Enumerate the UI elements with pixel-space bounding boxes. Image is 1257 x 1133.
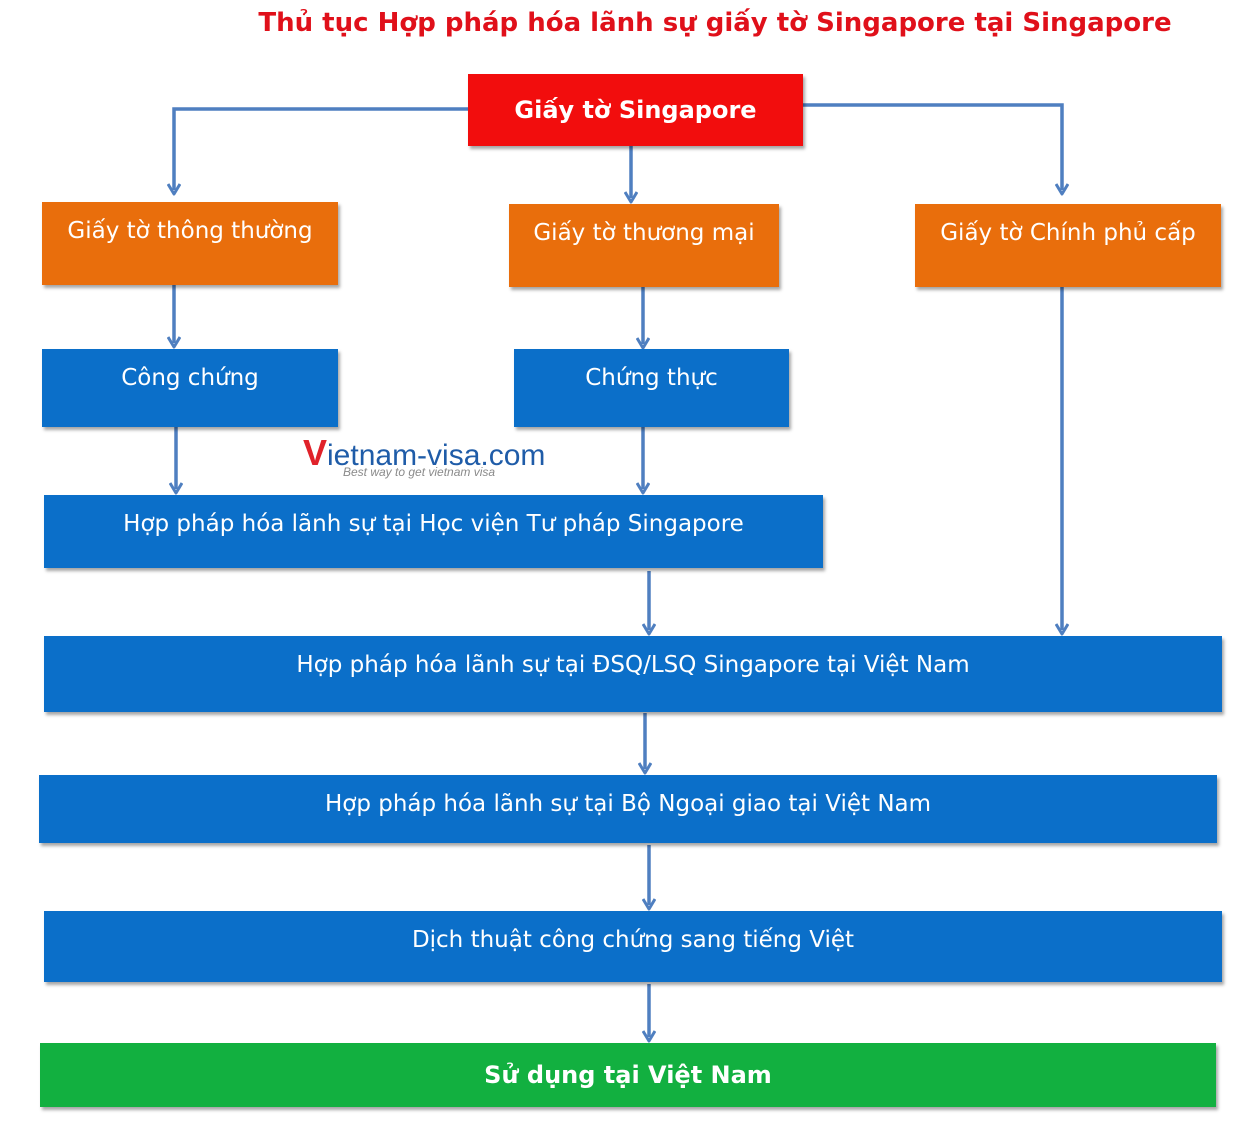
node-label: Giấy tờ Singapore: [514, 96, 757, 124]
node-label: Hợp pháp hóa lãnh sự tại ĐSQ/LSQ Singapo…: [296, 652, 970, 678]
node-label: Chứng thực: [585, 365, 718, 391]
node-notarization: Công chứng: [42, 349, 338, 427]
node-label: Giấy tờ Chính phủ cấp: [940, 220, 1196, 246]
node-translation: Dịch thuật công chứng sang tiếng Việt: [44, 911, 1222, 982]
node-regular-documents: Giấy tờ thông thường: [42, 202, 338, 285]
logo-wordmark: Vietnam-visa.com: [303, 432, 546, 473]
node-singapore-documents: Giấy tờ Singapore: [468, 74, 803, 146]
diagram-title: Thủ tục Hợp pháp hóa lãnh sự giấy tờ Sin…: [258, 8, 1172, 38]
node-use-in-vietnam: Sử dụng tại Việt Nam: [40, 1043, 1216, 1107]
node-label: Hợp pháp hóa lãnh sự tại Bộ Ngoại giao t…: [324, 791, 932, 817]
node-legalize-embassy: Hợp pháp hóa lãnh sự tại ĐSQ/LSQ Singapo…: [44, 636, 1222, 712]
node-certification: Chứng thực: [514, 349, 789, 427]
node-label: Sử dụng tại Việt Nam: [484, 1061, 772, 1089]
node-label: Công chứng: [121, 365, 259, 391]
arrow-root-to-regular: [174, 107, 468, 190]
node-label: Giấy tờ thương mại: [533, 220, 755, 246]
node-label: Dịch thuật công chứng sang tiếng Việt: [411, 927, 855, 953]
node-legalize-mofa: Hợp pháp hóa lãnh sự tại Bộ Ngoại giao t…: [39, 775, 1217, 843]
node-label: Giấy tờ thông thường: [67, 218, 313, 244]
node-label: Hợp pháp hóa lãnh sự tại Học viện Tư phá…: [123, 511, 744, 537]
arrow-root-to-government: [803, 103, 1062, 190]
node-government-documents: Giấy tờ Chính phủ cấp: [915, 204, 1221, 287]
logo-tagline: Best way to get vietnam visa: [343, 465, 496, 479]
node-commercial-documents: Giấy tờ thương mại: [509, 204, 779, 287]
vietnam-visa-logo: Vietnam-visa.com Best way to get vietnam…: [303, 432, 593, 482]
node-legalize-academy: Hợp pháp hóa lãnh sự tại Học viện Tư phá…: [44, 495, 823, 568]
